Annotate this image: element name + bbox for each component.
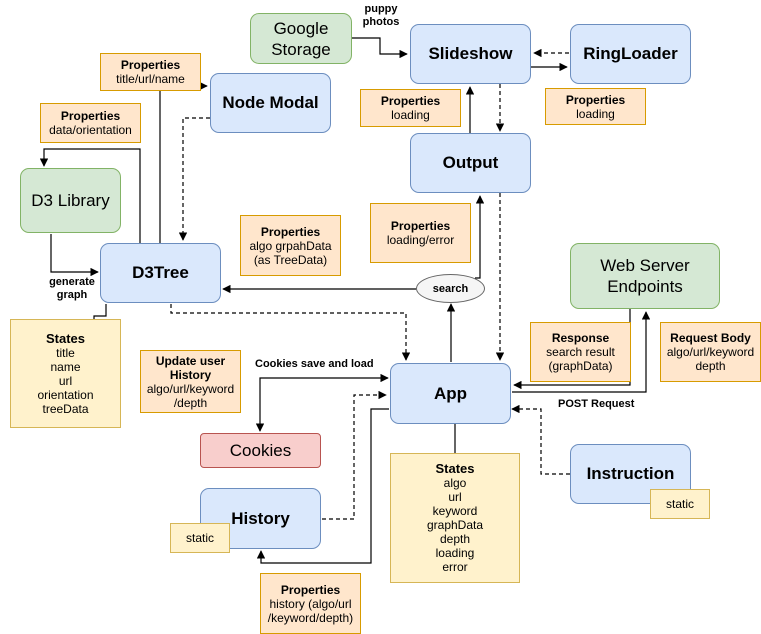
note-line: algo/url/keyword bbox=[146, 381, 235, 396]
note-line: loading bbox=[391, 108, 430, 122]
note-line: /depth bbox=[173, 395, 208, 410]
d3tree-states-note: States title name url orientation treeDa… bbox=[10, 319, 121, 428]
note-line: graphData bbox=[426, 518, 484, 532]
note-line: depth bbox=[439, 532, 471, 546]
generate-graph-label: generate graph bbox=[42, 276, 102, 302]
note-line: loading/error bbox=[386, 233, 455, 247]
note-title: Properties bbox=[565, 92, 626, 107]
note-line: name bbox=[50, 359, 81, 374]
edge-instruction-app bbox=[511, 404, 570, 475]
history-properties-note: Properties history (algo/url /keyword/de… bbox=[260, 573, 361, 634]
request-body-note: Request Body algo/url/keyword depth bbox=[660, 322, 761, 382]
web-server-line2: Endpoints bbox=[607, 277, 683, 296]
note-line: loading bbox=[435, 546, 475, 560]
history-static-note: static bbox=[170, 523, 230, 553]
note-line: title bbox=[56, 345, 75, 360]
d3tree-node: D3Tree bbox=[100, 243, 221, 303]
note-title: Update user History bbox=[155, 353, 226, 382]
note-line: title/url/name bbox=[116, 72, 185, 86]
note-title: States bbox=[435, 461, 475, 476]
note-title: Properties bbox=[260, 224, 321, 239]
note-line: history (algo/url bbox=[269, 596, 352, 611]
label-line: generate bbox=[49, 276, 95, 288]
google-storage-node: Google Storage bbox=[250, 13, 352, 64]
update-history-note: Update user History algo/url/keyword /de… bbox=[140, 350, 241, 413]
edge-d3tree-d3lib bbox=[39, 148, 141, 244]
note-line: (graphData) bbox=[548, 359, 613, 373]
label-line: puppy bbox=[364, 3, 398, 15]
note-line: orientation bbox=[37, 387, 94, 402]
note-line: keyword bbox=[432, 504, 478, 518]
label-line: graph bbox=[56, 289, 88, 301]
note-title: Properties bbox=[380, 94, 441, 108]
note-title: Properties bbox=[280, 582, 341, 597]
edge-nodemodal-d3tree bbox=[178, 117, 210, 241]
cookies-save-load-label: Cookies save and load bbox=[255, 358, 374, 370]
note-title: Properties bbox=[60, 109, 121, 123]
google-storage-line2: Storage bbox=[271, 39, 331, 59]
note-line: /keyword/depth) bbox=[267, 610, 354, 625]
note-line: algo bbox=[443, 476, 467, 490]
note-line: data/orientation bbox=[49, 123, 132, 137]
output-node: Output bbox=[410, 133, 531, 193]
edge-d3lib-d3tree bbox=[50, 234, 99, 277]
search-node: search bbox=[416, 274, 485, 303]
note-line: loading bbox=[576, 106, 615, 121]
note-line: algo grpahData bbox=[249, 238, 332, 253]
web-server-line1: Web Server bbox=[600, 256, 690, 275]
app-states-note: States algo url keyword graphData depth … bbox=[390, 453, 520, 583]
edge-app-cookies bbox=[255, 373, 389, 432]
note-title: Response bbox=[551, 331, 610, 345]
note-line: depth bbox=[695, 359, 726, 373]
note-line: url bbox=[58, 373, 73, 388]
label-line: photos bbox=[362, 16, 400, 28]
instruction-static-note: static bbox=[650, 489, 710, 519]
post-request-label: POST Request bbox=[558, 398, 635, 410]
edge-history-app bbox=[322, 390, 387, 520]
node-modal-node: Node Modal bbox=[210, 73, 331, 133]
edge-d3tree-app bbox=[170, 304, 411, 361]
app-node: App bbox=[390, 363, 511, 424]
note-title: Request Body bbox=[670, 331, 751, 345]
note-line: algo/url/keyword bbox=[666, 345, 755, 359]
d3lib-properties-note: Properties data/orientation bbox=[40, 103, 141, 143]
puppy-photos-label: puppy photos bbox=[356, 3, 406, 29]
slideshow-node: Slideshow bbox=[410, 24, 531, 84]
cookies-node: Cookies bbox=[200, 433, 321, 468]
ringloader-node: RingLoader bbox=[570, 24, 691, 84]
response-note: Response search result (graphData) bbox=[530, 322, 631, 382]
slideshow-properties-note: Properties loading bbox=[360, 89, 461, 127]
edge-search-output bbox=[475, 195, 485, 279]
edge-d3tree-states bbox=[93, 304, 107, 319]
output-properties-note: Properties loading/error bbox=[370, 203, 471, 263]
note-title: States bbox=[45, 330, 86, 346]
note-title: Properties bbox=[390, 219, 451, 233]
edge-storage-slideshow bbox=[352, 37, 408, 59]
note-line: static bbox=[665, 497, 694, 511]
note-line: (as TreeData) bbox=[253, 252, 328, 267]
ringloader-properties-note: Properties loading bbox=[545, 88, 646, 125]
edge-app-webserver bbox=[512, 311, 651, 393]
google-storage-line1: Google bbox=[273, 18, 329, 38]
edge-app-history bbox=[256, 408, 389, 564]
note-line: static bbox=[185, 531, 214, 545]
note-line: treeData bbox=[42, 401, 89, 416]
d3-library-node: D3 Library bbox=[20, 168, 121, 233]
web-server-node: Web Server Endpoints bbox=[570, 243, 720, 309]
note-line: url bbox=[448, 490, 462, 504]
node-modal-properties-note: Properties title/url/name bbox=[100, 53, 201, 91]
note-line: error bbox=[442, 560, 468, 574]
note-title: Properties bbox=[120, 58, 181, 72]
d3tree-properties-note: Properties algo grpahData (as TreeData) bbox=[240, 215, 341, 276]
note-line: search result bbox=[546, 345, 615, 359]
